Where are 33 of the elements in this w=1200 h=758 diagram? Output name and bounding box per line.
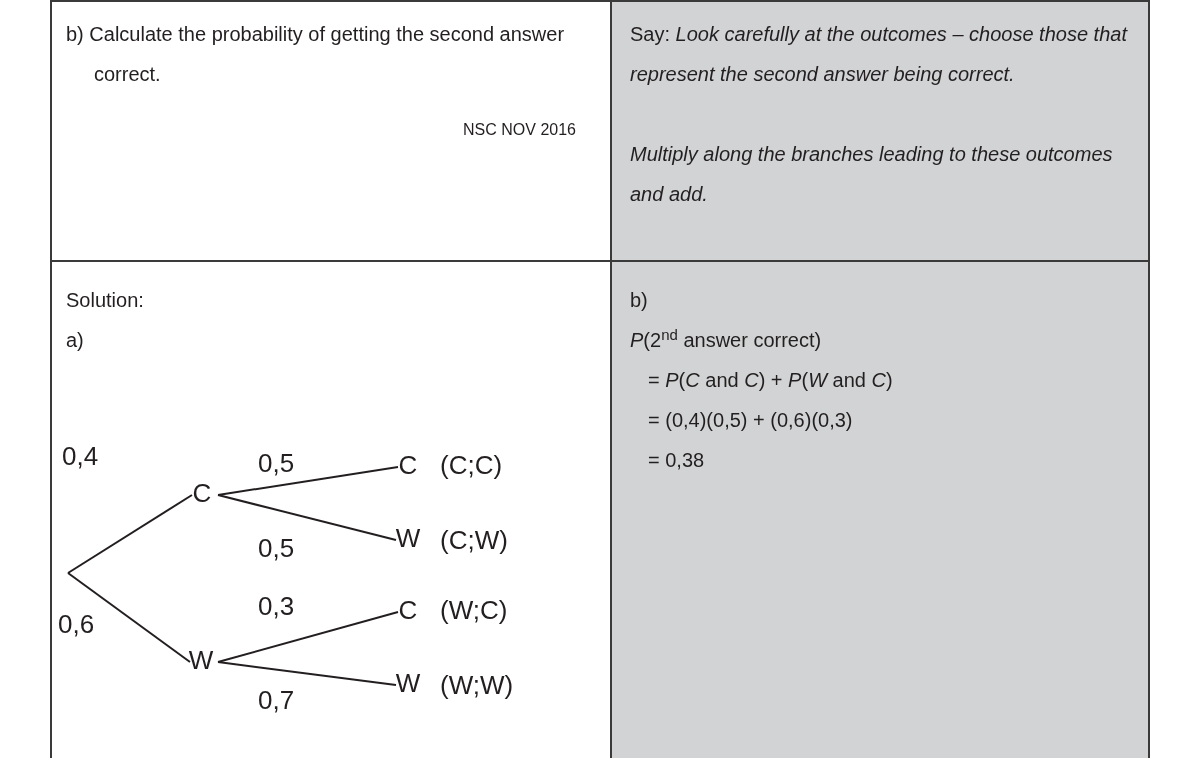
- equation-line: = 0,38: [648, 448, 706, 473]
- equation-line: = P(C and C) + P(W and C): [648, 368, 894, 393]
- edge-label: 0,6: [58, 608, 95, 640]
- tree-branch: [217, 661, 397, 686]
- edge-label: 0,7: [258, 684, 295, 716]
- outcome-letter: W: [394, 667, 422, 699]
- edge-label: 0,5: [258, 532, 295, 564]
- part-label: a): [66, 328, 85, 353]
- tree-branch: [217, 494, 397, 541]
- outcome-letter: W: [394, 522, 422, 554]
- question-text: b) Calculate the probability of getting the second answer correct.: [66, 22, 566, 87]
- part-label: b): [630, 288, 649, 313]
- outcome-pair: (W;W): [440, 669, 514, 701]
- edge-label: 0,3: [258, 590, 295, 622]
- outcome-letter: C: [396, 594, 420, 626]
- outcome-pair: (C;W): [440, 524, 508, 556]
- tree-branch: [67, 494, 193, 574]
- outcome-letter: W: [188, 644, 214, 676]
- outcome-letter: C: [190, 477, 214, 509]
- source-note: NSC NOV 2016: [462, 120, 576, 140]
- edge-label: 0,5: [258, 447, 295, 479]
- probability-expression: P(2$^{nd}$ answer correct): [630, 324, 823, 353]
- equation-line: = (0,4)(0,5) + (0,6)(0,3): [648, 408, 854, 433]
- outcome-pair: (C;C): [440, 449, 503, 481]
- tree-branch: [217, 466, 399, 496]
- outcome-letter: C: [396, 449, 420, 481]
- tree-branch: [217, 611, 399, 663]
- edge-label: 0,4: [62, 440, 99, 472]
- tree-branch: [67, 572, 191, 663]
- instruction-text: Multiply along the branches leading to these outcomes and add.: [630, 142, 1114, 207]
- instruction-text: Say: Look carefully at the outcomes – choose those that represent the second answer being correct.: [630, 22, 1129, 87]
- solution-heading: Solution:: [66, 288, 145, 313]
- outcome-pair: (W;C): [440, 594, 508, 626]
